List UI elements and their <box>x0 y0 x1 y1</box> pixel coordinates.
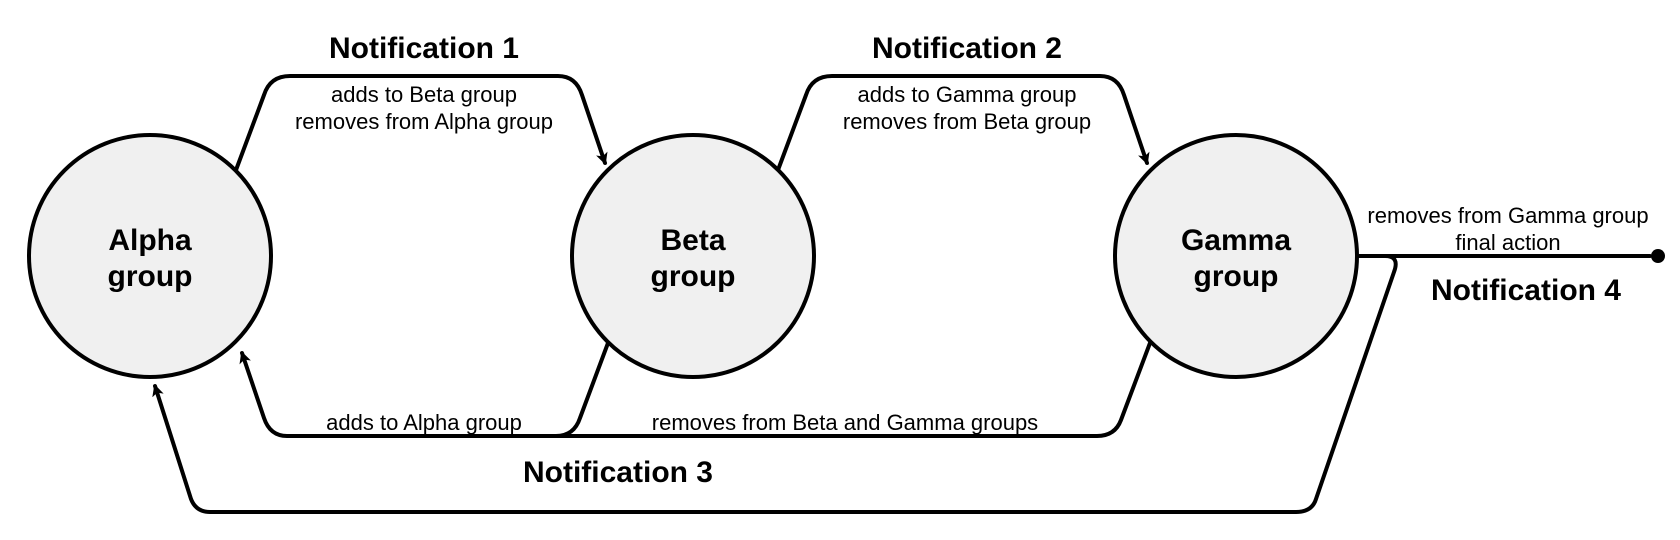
node-beta-label-line2: group <box>651 260 736 293</box>
notification-3-title: Notification 3 <box>523 456 713 489</box>
node-alpha-label-line2: group <box>108 260 193 293</box>
terminal-dot <box>1651 249 1665 263</box>
notification-2-line-1: adds to Gamma group <box>858 82 1077 107</box>
notification-3-left-label: adds to Alpha group <box>326 410 522 435</box>
node-gamma-label-line2: group <box>1194 260 1279 293</box>
node-gamma-label-line1: Gamma <box>1181 224 1291 257</box>
notification-1-line-2: removes from Alpha group <box>295 109 553 134</box>
node-beta-label-line1: Beta <box>660 224 725 257</box>
notification-1-line-1: adds to Beta group <box>331 82 517 107</box>
notification-2-title: Notification 2 <box>872 32 1062 65</box>
notification-4-title: Notification 4 <box>1431 274 1621 307</box>
edge-notification-3-beta-branch <box>554 341 610 438</box>
node-beta: Beta group <box>570 133 816 379</box>
notification-1-title: Notification 1 <box>329 32 519 65</box>
edge-notification-2 <box>776 74 1150 172</box>
edge-notification-3-gamma-return <box>152 254 1398 514</box>
notification-3-right-label: removes from Beta and Gamma groups <box>652 410 1038 435</box>
notification-2-line-2: removes from Beta group <box>843 109 1091 134</box>
node-gamma: Gamma group <box>1113 133 1359 379</box>
node-alpha: Alpha group <box>27 133 273 379</box>
edge-notification-3-main <box>239 341 1152 438</box>
notification-4-line-1: removes from Gamma group <box>1367 203 1648 228</box>
node-alpha-label-line1: Alpha <box>108 224 192 257</box>
edge-notification-1 <box>234 74 608 172</box>
notification-4-line-2: final action <box>1455 230 1560 255</box>
